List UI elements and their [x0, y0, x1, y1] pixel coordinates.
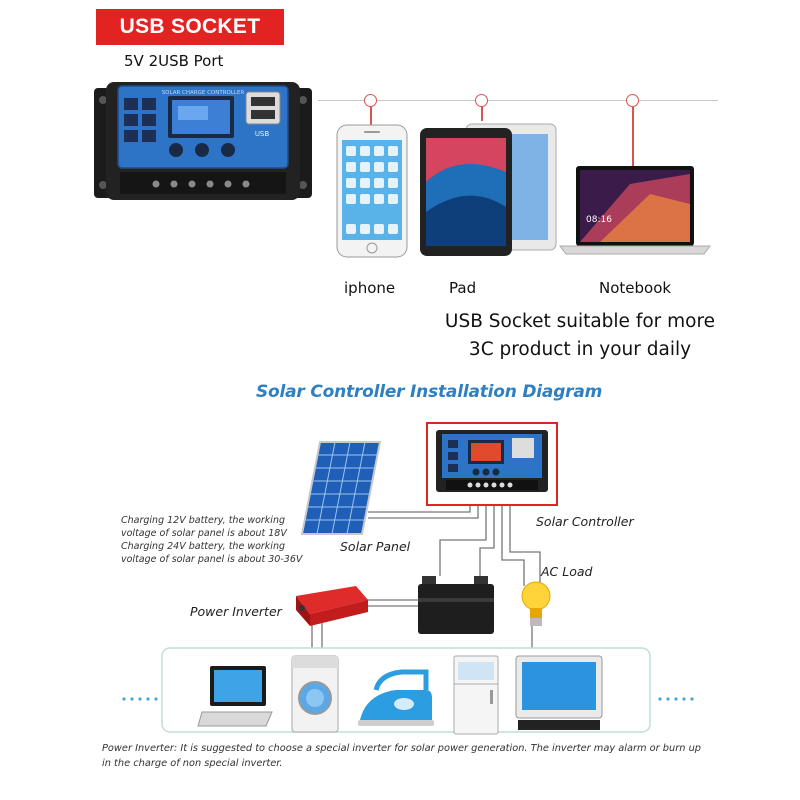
- voltage-note: Charging 12V battery, the working voltag…: [121, 514, 302, 566]
- notebook-image: 08:16: [559, 166, 711, 255]
- voltage-note-line-4: voltage of solar panel is about 30-36V: [121, 554, 303, 565]
- label-solar-panel: Solar Panel: [340, 539, 411, 554]
- usb-port-label: USB: [255, 130, 270, 138]
- iphone-pin-stem: [370, 107, 372, 127]
- device-label-pad: Pad: [449, 279, 477, 297]
- controller-header-text: SOLAR CHARGE CONTROLLER: [162, 90, 245, 96]
- voltage-note-line-3: Charging 24V battery, the working: [121, 541, 285, 552]
- iphone-pin-icon: [364, 94, 377, 107]
- tagline-line-2: 3C product in your daily: [468, 339, 692, 360]
- washing-machine-icon: [291, 655, 339, 733]
- connection-line: [318, 100, 718, 101]
- diagram-title: Solar Controller Installation Diagram: [256, 382, 603, 402]
- pad-pin-icon: [475, 94, 488, 107]
- monitor-icon: [515, 655, 603, 730]
- iphone-image: [336, 124, 408, 258]
- inverter-footnote: Power Inverter: It is suggested to choos…: [102, 741, 702, 771]
- label-ac-load: AC Load: [541, 564, 593, 579]
- pad-pin-stem: [481, 107, 483, 121]
- usb-socket-banner: USB SOCKET: [96, 9, 284, 45]
- power-inverter-icon: [296, 586, 368, 626]
- iron-icon: [358, 669, 434, 726]
- light-bulb-icon: [521, 581, 551, 626]
- pad-image: [420, 123, 557, 256]
- solar-controller-image: SOLAR CHARGE CONTROLLER USB: [94, 82, 312, 200]
- fridge-icon: [453, 655, 499, 735]
- footnote-line-1: Power Inverter: It is suggested to choos…: [102, 743, 702, 754]
- appliance-strip: [122, 647, 694, 733]
- voltage-note-line-2: voltage of solar panel is about 18V: [121, 528, 287, 539]
- notebook-pin-stem: [632, 107, 634, 169]
- solar-panel-icon: [300, 441, 382, 535]
- device-label-notebook: Notebook: [599, 279, 672, 297]
- laptop-screen-time: 08:16: [586, 215, 612, 225]
- laptop-icon: [197, 666, 273, 727]
- footnote-line-2: in the charge of non special inverter.: [102, 758, 283, 769]
- battery-icon: [418, 576, 494, 634]
- label-solar-controller: Solar Controller: [536, 514, 634, 529]
- label-power-inverter: Power Inverter: [190, 604, 282, 619]
- device-label-iphone: iphone: [344, 279, 396, 297]
- usb-port-subtitle: 5V 2USB Port: [124, 52, 224, 70]
- voltage-note-line-1: Charging 12V battery, the working: [121, 515, 285, 526]
- notebook-pin-icon: [626, 94, 639, 107]
- tagline-line-1: USB Socket suitable for more: [444, 311, 716, 332]
- diagram-controller-icon: [426, 422, 558, 506]
